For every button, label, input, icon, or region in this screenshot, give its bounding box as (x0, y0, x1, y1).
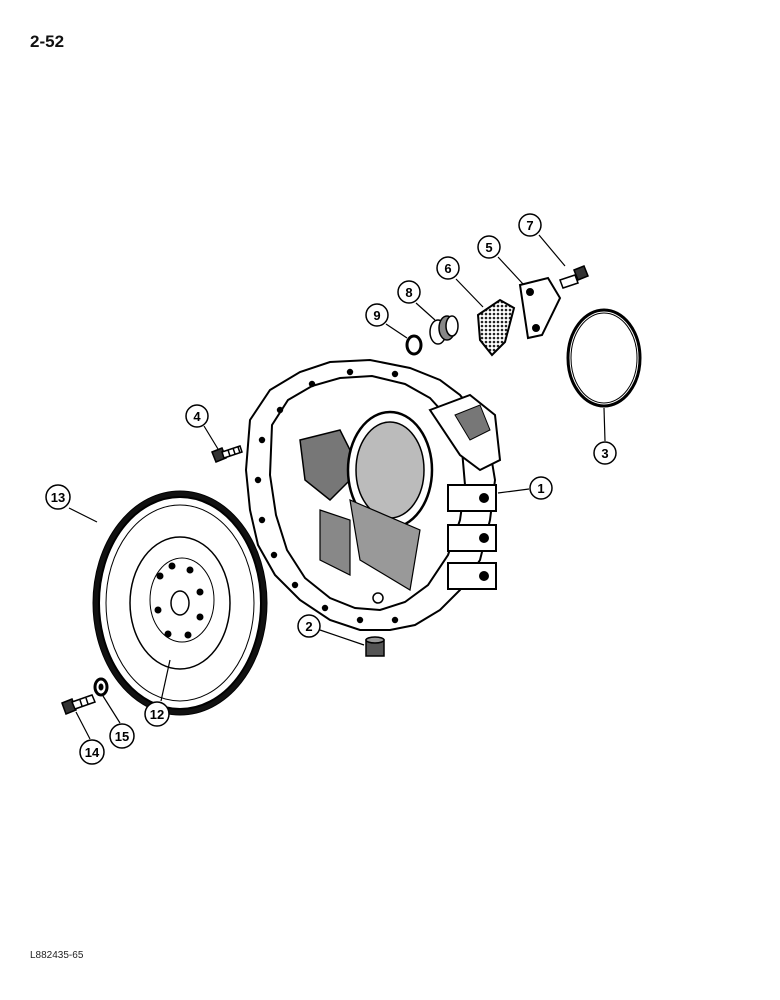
cap-screw (211, 445, 243, 463)
o-ring (566, 308, 642, 408)
callout-8: 8 (397, 280, 421, 304)
svg-text:2: 2 (305, 619, 312, 634)
svg-text:9: 9 (373, 308, 380, 323)
svg-text:6: 6 (444, 261, 451, 276)
callout-7: 7 (518, 213, 542, 237)
svg-text:13: 13 (51, 490, 65, 505)
screen (476, 298, 516, 357)
page-number: 2-52 (30, 32, 65, 51)
pipe-plug (365, 636, 385, 657)
callout-13: 13 (45, 484, 71, 510)
svg-text:8: 8 (405, 285, 412, 300)
svg-text:7: 7 (526, 218, 533, 233)
cover-plate (518, 276, 562, 340)
svg-text:14: 14 (85, 745, 100, 760)
flywheel-housing (244, 358, 502, 631)
svg-text:4: 4 (193, 409, 201, 424)
washer (405, 334, 423, 356)
drawing-reference: L882435-65 (30, 950, 84, 961)
svg-text:5: 5 (485, 240, 492, 255)
callout-4: 4 (185, 404, 209, 428)
svg-text:3: 3 (601, 446, 608, 461)
flywheel-washer (93, 677, 109, 697)
fitting (429, 315, 459, 345)
callout-2: 2 (297, 614, 321, 638)
callout-3: 3 (593, 441, 617, 465)
svg-text:15: 15 (115, 729, 129, 744)
callout-9: 9 (365, 303, 389, 327)
callout-6: 6 (436, 256, 460, 280)
callout-12: 12 (144, 701, 170, 727)
flywheel-bolt (61, 694, 97, 715)
callout-1: 1 (529, 476, 553, 500)
callout-15: 15 (109, 723, 135, 749)
svg-text:12: 12 (150, 707, 164, 722)
callout-14: 14 (79, 739, 105, 765)
cover-cap-screw (559, 265, 589, 289)
flywheel (92, 490, 268, 716)
callout-5: 5 (477, 235, 501, 259)
leader-lines (68, 234, 606, 740)
svg-text:1: 1 (537, 481, 544, 496)
